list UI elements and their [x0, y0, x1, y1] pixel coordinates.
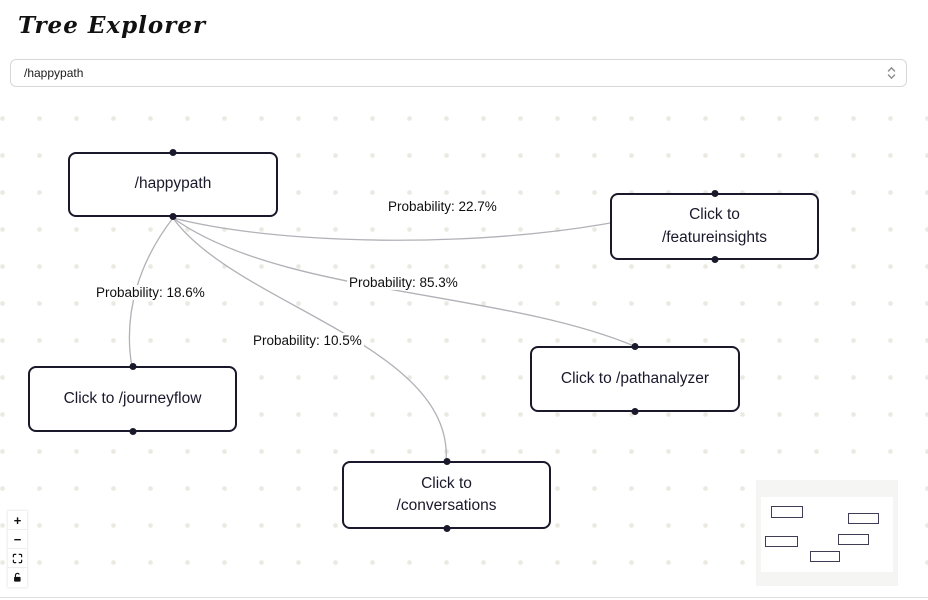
node-label: /happypath	[134, 175, 212, 193]
lock-interactivity-button[interactable]	[8, 568, 27, 587]
path-selector-value: /happypath	[24, 66, 84, 80]
handle-bottom[interactable]	[443, 525, 450, 532]
node-label-line: /featureinsights	[661, 228, 768, 246]
handle-top[interactable]	[443, 458, 450, 465]
minimap-node-journeyflow	[765, 536, 798, 547]
node-label: Click to /pathanalyzer	[560, 369, 710, 387]
node-journeyflow[interactable]: Click to /journeyflow	[28, 363, 237, 435]
node-label: Click to /journeyflow	[63, 389, 202, 407]
select-updown-icon	[887, 66, 896, 80]
minimap[interactable]	[756, 480, 898, 586]
fit-view-button[interactable]	[8, 549, 27, 568]
node-happypath[interactable]: /happypath	[68, 149, 278, 220]
flow-controls: + −	[8, 511, 27, 587]
minimap-node-pathanalyzer	[838, 534, 869, 545]
zoom-out-button[interactable]: −	[8, 530, 27, 549]
node-conversations[interactable]: Click to /conversations	[342, 458, 551, 532]
plus-icon: +	[13, 512, 22, 528]
handle-bottom[interactable]	[129, 428, 136, 435]
handle-top[interactable]	[631, 343, 639, 350]
handle-top[interactable]	[129, 363, 136, 370]
edge-label-journeyflow: Probability: 18.6%	[94, 285, 207, 300]
minimap-node-featureinsights	[848, 513, 879, 524]
node-pathanalyzer[interactable]: Click to /pathanalyzer	[530, 343, 740, 415]
lock-open-icon	[12, 572, 23, 583]
page-title: Tree Explorer	[18, 12, 207, 39]
handle-bottom[interactable]	[169, 213, 177, 220]
minus-icon: −	[13, 531, 22, 547]
edge-happypath-conversations	[172, 217, 447, 463]
minimap-node-conversations	[810, 551, 840, 562]
handle-bottom[interactable]	[711, 256, 718, 263]
handle-top[interactable]	[711, 190, 718, 197]
path-selector[interactable]: /happypath	[10, 59, 907, 87]
edge-label-conversations: Probability: 10.5%	[251, 333, 364, 348]
node-label-line: Click to	[421, 474, 472, 492]
node-label-line: /conversations	[396, 497, 497, 514]
edge-label-featureinsights: Probability: 22.7%	[386, 199, 499, 214]
zoom-in-button[interactable]: +	[8, 511, 27, 530]
fit-view-icon	[12, 553, 23, 564]
edge-label-pathanalyzer: Probability: 85.3%	[347, 275, 460, 290]
minimap-node-happypath	[771, 506, 803, 518]
handle-bottom[interactable]	[631, 408, 639, 415]
flow-canvas[interactable]: Probability: 22.7% Probability: 85.3% Pr…	[0, 88, 928, 598]
node-label-line: Click to	[689, 206, 740, 224]
handle-top[interactable]	[169, 149, 177, 156]
node-featureinsights[interactable]: Click to /featureinsights	[610, 190, 819, 263]
